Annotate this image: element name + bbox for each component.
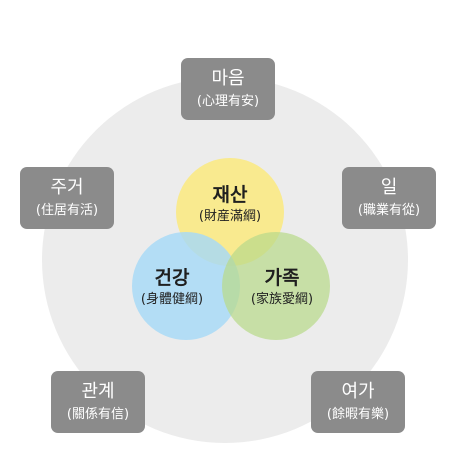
- node-gwangye: 관계 (關係有信): [51, 371, 145, 433]
- circle-geongang-label-group: 건강 (身體健綱): [117, 267, 227, 309]
- circle-gajok: [222, 232, 330, 340]
- node-maeum-label: 마음: [211, 67, 245, 89]
- node-gwangye-sub: (關係有信): [66, 406, 130, 422]
- node-ju-geo-label: 주거: [50, 176, 84, 198]
- circle-jaesan-label: 재산: [212, 184, 248, 206]
- node-ju-geo: 주거 (住居有活): [20, 167, 114, 229]
- circle-geongang-sub: (身體健綱): [140, 292, 204, 307]
- node-gwangye-label: 관계: [81, 380, 115, 402]
- node-ju-geo-sub: (住居有活): [35, 202, 99, 218]
- node-il-sub: (職業有從): [357, 202, 421, 218]
- circle-geongang-label: 건강: [154, 267, 190, 289]
- circle-gajok-sub: (家族愛綱): [250, 292, 314, 307]
- node-il-label: 일: [380, 176, 398, 198]
- node-yeoga: 여가 (餘暇有樂): [311, 371, 405, 433]
- node-maeum: 마음 (心理有安): [181, 58, 275, 120]
- circle-gajok-label: 가족: [264, 267, 300, 289]
- circle-gajok-label-group: 가족 (家族愛綱): [227, 267, 337, 309]
- circle-geongang: [132, 232, 240, 340]
- node-yeoga-label: 여가: [341, 380, 375, 402]
- circle-jaesan-sub: (財産滿綱): [198, 209, 262, 224]
- node-yeoga-sub: (餘暇有樂): [326, 406, 390, 422]
- node-maeum-sub: (心理有安): [196, 93, 260, 109]
- node-il: 일 (職業有從): [342, 167, 436, 229]
- circle-jaesan-label-group: 재산 (財産滿綱): [175, 184, 285, 226]
